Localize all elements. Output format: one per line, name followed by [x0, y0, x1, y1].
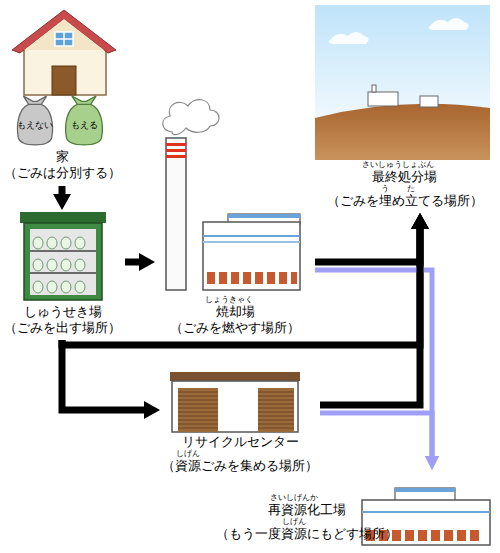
- center-roof: [170, 372, 300, 381]
- landfill-building: [368, 92, 398, 106]
- bag-outline: [17, 96, 52, 145]
- landfill-building: [420, 96, 438, 107]
- garbage-bag: もえない: [14, 94, 56, 146]
- wall-stripe: [203, 235, 300, 237]
- landfill-drawing: [315, 5, 490, 160]
- shutter-slats: [178, 392, 294, 428]
- shutter: [178, 388, 218, 432]
- recycling-plant: 再資源化工場（もう一度資源にもどす場所）: [222, 470, 497, 550]
- place-note: （ごみを埋め立てる場所）: [327, 193, 483, 209]
- flow-arrow: [315, 270, 432, 460]
- flow-arrow: [320, 225, 420, 405]
- text-stack: リサイクルセンター （資源ごみを集める場所）: [160, 368, 320, 476]
- wall-stripe: [203, 241, 300, 243]
- place-note: （もう一度資源にもどす場所）: [216, 526, 398, 542]
- place-name: しゅうせき場: [24, 304, 102, 320]
- flow-arrow: [59, 186, 66, 198]
- shed-inside: [30, 229, 96, 295]
- shed-frame: [24, 223, 102, 300]
- house-gable: [24, 19, 104, 50]
- house-door: [52, 66, 76, 95]
- stored-bags: [33, 237, 85, 293]
- place-note: （ごみは分別する）: [4, 165, 121, 181]
- place-name: 焼却場: [216, 304, 255, 320]
- house-drawing: [12, 10, 116, 95]
- flow-arrow: [62, 340, 148, 410]
- collection-point-drawing: [20, 212, 106, 300]
- plant-windows: [207, 272, 297, 284]
- garbage-bag: もえる: [62, 94, 106, 146]
- collection-point: しゅうせき場（ごみを出す場所）: [0, 210, 125, 340]
- incinerator-drawing: [163, 100, 300, 290]
- center-wall: [172, 381, 298, 432]
- bag-label: もえない: [17, 120, 53, 131]
- house-wall: [24, 45, 106, 95]
- window-frame: [55, 32, 73, 46]
- place-name: 家: [56, 149, 69, 165]
- landfill-mound: [315, 104, 490, 160]
- shed-roof: [20, 212, 106, 223]
- flow-arrow: [320, 413, 432, 460]
- text-stack: 家（ごみは分別する）: [0, 6, 125, 186]
- recycling-center: リサイクルセンター （資源ごみを集める場所）: [160, 368, 320, 476]
- place-note: （ごみを出す場所）: [4, 320, 121, 336]
- cloud: [328, 18, 468, 44]
- text-stack: もえる: [62, 94, 106, 146]
- text-stack: もえない: [14, 94, 56, 146]
- ruby-reading: しょうきゃく: [205, 296, 253, 304]
- landfill-building: [372, 85, 376, 92]
- text-stack: 再資源化工場（もう一度資源にもどす場所）: [222, 470, 497, 550]
- place-note: （資源ごみを集める場所）: [162, 458, 318, 474]
- roof-stripe: [228, 214, 300, 218]
- ruby-reading: う: [381, 185, 389, 193]
- plant-wall: [203, 222, 300, 290]
- ruby-reading: しげん: [176, 450, 200, 458]
- landfill-site: 最終処分場 （ごみを埋め立てる場所）: [312, 3, 497, 213]
- house-window: [55, 32, 73, 46]
- place-note: （ごみを燃やす場所）: [170, 320, 300, 336]
- ruby-reading: しげん: [282, 518, 306, 526]
- smoke: [163, 100, 219, 135]
- roof-stripe: [395, 488, 455, 492]
- ruby-reading: さいしゅうしょぶん: [362, 161, 434, 169]
- ruby-reading: さいしげんか: [270, 494, 318, 502]
- text-stack: しゅうせき場（ごみを出す場所）: [0, 210, 125, 340]
- flow-arrow: [315, 225, 420, 262]
- chimney: [166, 138, 186, 290]
- bag-outline: [66, 96, 103, 145]
- bag-label: もえる: [71, 120, 98, 131]
- place-name: 再資源化工場: [268, 502, 346, 518]
- flow-arrow: [125, 259, 143, 266]
- recycling-center-drawing: [170, 372, 300, 432]
- ruby-reading: た: [407, 185, 415, 193]
- house-roof: [12, 10, 116, 53]
- chimney-band: [166, 143, 186, 158]
- text-stack: 最終処分場 （ごみを埋め立てる場所）: [312, 3, 497, 213]
- wall-stripe: [362, 511, 490, 513]
- place-name: 最終処分場: [372, 169, 437, 185]
- shutter: [258, 388, 294, 432]
- place-name: リサイクルセンター: [182, 434, 299, 450]
- house: 家（ごみは分別する）もえないもえる: [0, 6, 125, 186]
